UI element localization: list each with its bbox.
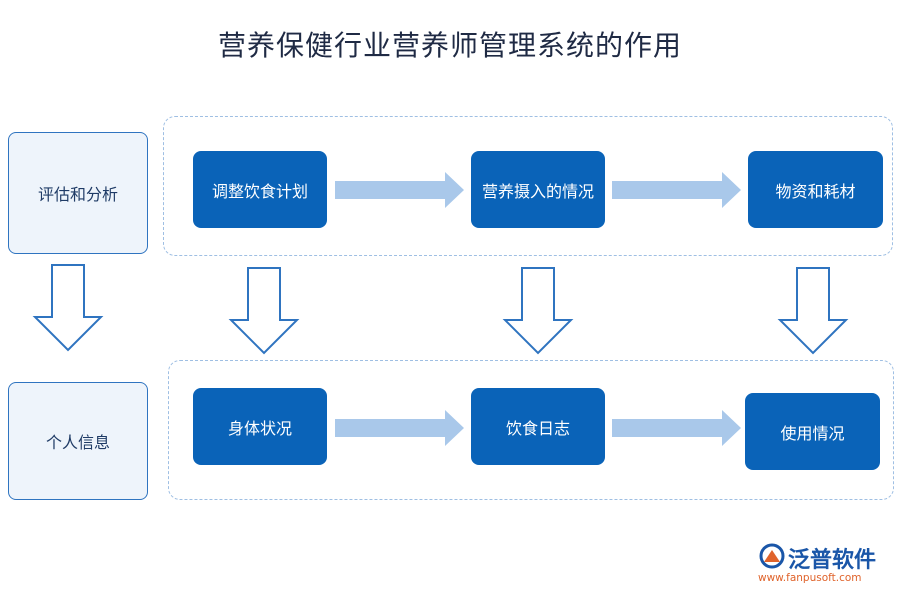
right-arrow-icon [612, 172, 741, 208]
node-usage: 使用情况 [745, 393, 880, 470]
right-arrow-icon [335, 410, 464, 446]
right-arrow-icon [612, 410, 741, 446]
node-body-condition: 身体状况 [193, 388, 327, 465]
down-arrow-icon [32, 264, 104, 352]
diagram-title: 营养保健行业营养师管理系统的作用 [217, 29, 682, 62]
side-label-assessment: 评估和分析 [8, 132, 148, 254]
node-nutrition-intake: 营养摄入的情况 [471, 151, 605, 228]
logo-name: 泛普软件 [788, 548, 877, 573]
down-arrow-icon [502, 267, 574, 355]
logo-mark-icon [759, 543, 785, 569]
bottom-row-group [168, 360, 894, 500]
node-diet-log: 饮食日志 [471, 388, 605, 465]
logo-url: www.fanpusoft.com [758, 572, 862, 584]
side-label-personal-info: 个人信息 [8, 382, 148, 500]
down-arrow-icon [228, 267, 300, 355]
right-arrow-icon [335, 172, 464, 208]
down-arrow-icon [777, 267, 849, 355]
top-row-group [163, 116, 893, 256]
node-materials-consumables: 物资和耗材 [748, 151, 883, 228]
node-adjust-diet-plan: 调整饮食计划 [193, 151, 327, 228]
brand-logo: 泛普软件 www.fanpusoft.com [758, 542, 886, 586]
